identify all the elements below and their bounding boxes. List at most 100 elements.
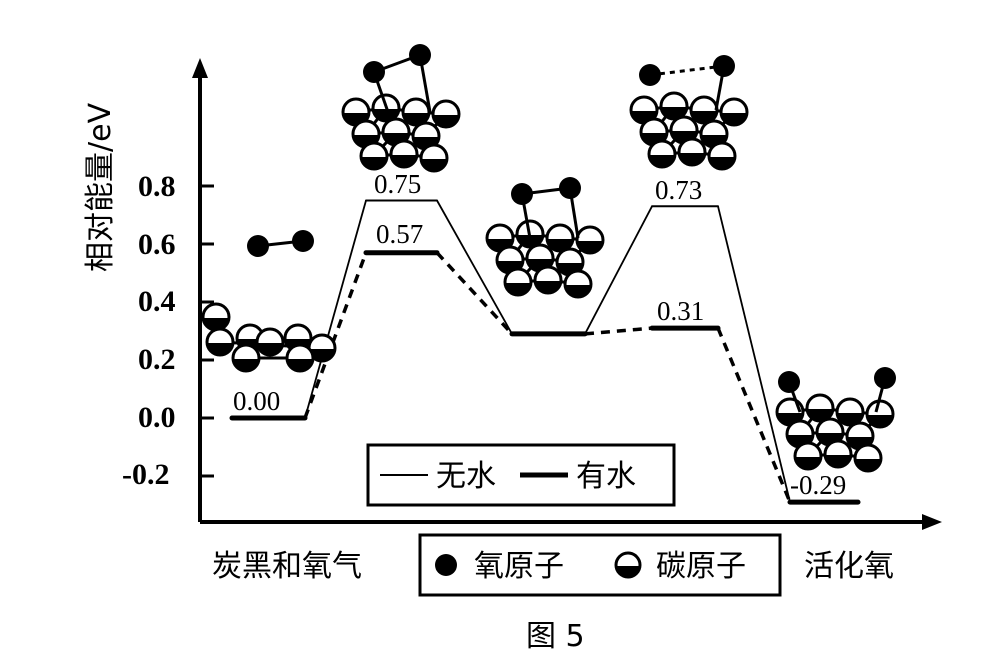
carbon-atom <box>785 419 815 449</box>
transition-line <box>436 200 513 335</box>
carbon-shade <box>838 413 862 425</box>
carbon-atom <box>707 141 737 171</box>
figure-caption: 图 5 <box>526 619 585 654</box>
bond <box>649 64 725 77</box>
carbon-shade <box>518 235 542 247</box>
atom-legend-label: 碳原子 <box>656 549 746 584</box>
carbon-shade <box>826 455 850 467</box>
y-tick-label: 0.6 <box>138 228 176 261</box>
y-tick-label: 0.2 <box>138 343 176 376</box>
data-label: 0.31 <box>657 296 704 326</box>
carbon-atom <box>575 225 605 255</box>
carbon-atom <box>231 343 261 373</box>
carbon-shade <box>680 153 704 165</box>
carbon-shade <box>566 285 590 297</box>
carbon-atom <box>389 139 419 169</box>
carbon-atom <box>563 269 593 299</box>
oxygen-atom-icon <box>435 554 457 576</box>
carbon-atom <box>639 117 669 147</box>
legend-label: 有水 <box>576 459 636 494</box>
carbon-atom <box>689 95 719 125</box>
carbon-atom <box>793 441 823 471</box>
oxygen-atom <box>778 371 800 393</box>
carbon-atom <box>545 223 575 253</box>
molecule-illustrations <box>201 44 896 473</box>
data-label: 0.73 <box>655 175 702 205</box>
carbon-atom <box>719 97 749 127</box>
atom-legend-box <box>418 533 782 597</box>
carbon-shade <box>288 359 312 371</box>
y-axis-label: 相对能量/eV <box>83 102 118 272</box>
carbon-shade <box>868 415 892 427</box>
data-label: 0.00 <box>233 386 280 416</box>
transition-line <box>584 205 653 335</box>
carbon-shade <box>310 349 334 361</box>
stage-label: 活化氧 <box>804 549 894 584</box>
carbon-atom <box>307 333 337 363</box>
carbon-atom <box>503 267 533 297</box>
carbon-shade <box>362 157 386 169</box>
carbon-atom <box>669 115 699 145</box>
oxygen-atom <box>559 177 581 199</box>
carbon-shade <box>374 109 398 121</box>
oxygen-atom <box>247 235 269 257</box>
y-tick-label: 0.8 <box>138 170 176 203</box>
oxygen-atom <box>713 55 735 77</box>
carbon-atom <box>835 397 865 427</box>
data-label: -0.29 <box>790 470 846 500</box>
y-tick-label: 0.4 <box>138 285 176 318</box>
transition-line <box>435 251 514 336</box>
carbon-atom <box>359 141 389 171</box>
carbon-shade <box>856 459 880 471</box>
transition-state-1 <box>341 44 461 173</box>
oxygen-atom <box>409 44 431 66</box>
carbon-shade <box>536 281 560 293</box>
y-tick-label: -0.2 <box>122 458 170 491</box>
intermediate-structure <box>485 177 605 299</box>
carbon-atom <box>255 327 285 357</box>
y-ticks <box>200 184 214 478</box>
carbon-shade <box>692 111 716 123</box>
carbon-atom <box>823 439 853 469</box>
oxygen-atom <box>874 367 896 389</box>
carbon-shade <box>258 343 282 355</box>
carbon-atom-icon <box>614 551 642 579</box>
carbon-atom <box>401 97 431 127</box>
transition-line <box>304 200 367 419</box>
atom-legend-label: 氧原子 <box>474 549 564 584</box>
series-layer <box>229 199 861 505</box>
series-有水 <box>229 250 861 505</box>
carbon-atom <box>285 343 315 373</box>
oxygen-atom <box>292 230 314 252</box>
oxygen-atom <box>639 64 661 86</box>
y-axis-arrow <box>192 58 208 78</box>
atom-legend: 氧原子 碳原子 <box>418 533 782 597</box>
carbon-atom <box>381 117 411 147</box>
carbon-shade <box>548 239 572 251</box>
stage-label: 炭黑和氧气 <box>212 549 362 584</box>
carbon-atom <box>805 393 835 423</box>
x-axis-arrow <box>922 514 942 530</box>
carbon-shade <box>208 343 232 355</box>
transition-line <box>303 252 368 419</box>
carbon-black <box>201 302 337 373</box>
data-label: 0.57 <box>376 219 423 249</box>
carbon-atom <box>865 399 895 429</box>
carbon-shade <box>796 457 820 469</box>
carbon-shade <box>578 241 602 253</box>
carbon-shade <box>506 283 530 295</box>
carbon-atom <box>419 143 449 173</box>
carbon-shade <box>234 359 258 371</box>
carbon-shade <box>204 318 228 330</box>
carbon-shade <box>434 115 458 127</box>
y-tick-labels: 0.8 0.6 0.4 0.2 0.0 -0.2 <box>122 170 176 491</box>
carbon-shade <box>722 113 746 125</box>
legend-label: 无水 <box>436 459 496 494</box>
carbon-atom <box>201 302 231 332</box>
oxygen-atom <box>511 183 533 205</box>
carbon-atom <box>677 137 707 167</box>
oxygen-atom <box>363 61 385 83</box>
carbon-shade <box>422 159 446 171</box>
carbon-atom <box>659 91 689 121</box>
